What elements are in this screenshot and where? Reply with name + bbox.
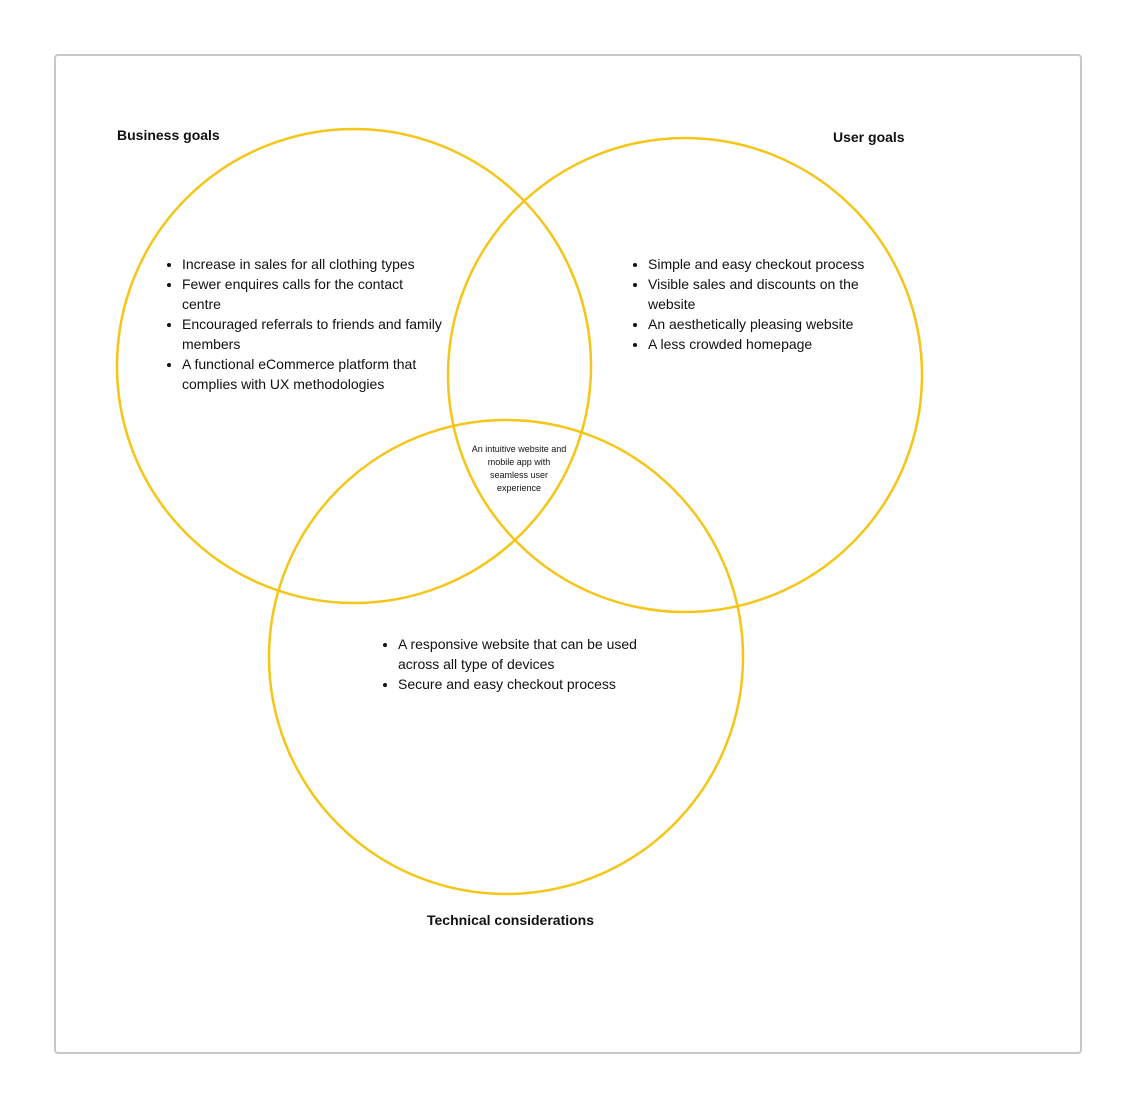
list-item: Fewer enquires calls for the contact cen…	[182, 274, 444, 314]
list-item: Simple and easy checkout process	[648, 254, 888, 274]
business-goals-title: Business goals	[117, 127, 220, 143]
circle-business-goals	[115, 127, 593, 605]
circle-technical-considerations	[267, 418, 745, 896]
user-goals-list: Simple and easy checkout process Visible…	[633, 254, 888, 354]
list-item: A less crowded homepage	[648, 334, 888, 354]
list-item: Secure and easy checkout process	[398, 674, 668, 694]
technical-considerations-list: A responsive website that can be used ac…	[383, 634, 668, 694]
intersection-text: An intuitive website and mobile app with…	[471, 444, 567, 493]
technical-considerations-title: Technical considerations	[427, 912, 595, 928]
diagram-frame	[54, 54, 1082, 1054]
circle-user-goals	[446, 136, 924, 614]
user-goals-title: User goals	[833, 129, 905, 145]
list-item: A functional eCommerce platform that com…	[182, 354, 444, 394]
list-item: Increase in sales for all clothing types	[182, 254, 444, 274]
list-item: Visible sales and discounts on the websi…	[648, 274, 888, 314]
list-item: An aesthetically pleasing website	[648, 314, 888, 334]
list-item: Encouraged referrals to friends and fami…	[182, 314, 444, 354]
business-goals-list: Increase in sales for all clothing types…	[167, 254, 444, 394]
list-item: A responsive website that can be used ac…	[398, 634, 668, 674]
